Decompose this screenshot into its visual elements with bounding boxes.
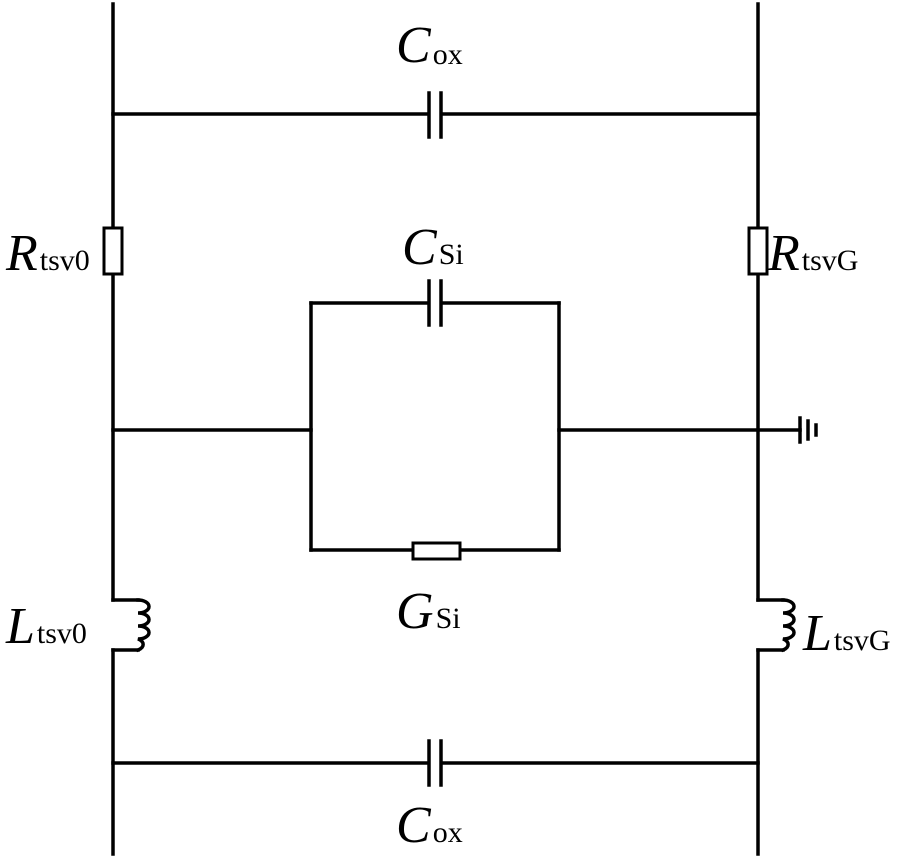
rtsv0-resistor xyxy=(102,226,124,276)
rtsvg-resistor xyxy=(747,226,769,276)
rtsv0-label: Rtsv0 xyxy=(5,225,90,282)
csi-capacitor xyxy=(427,279,443,327)
cox-bottom-label: Cox xyxy=(396,797,463,854)
ltsvg-inductor xyxy=(756,598,796,653)
gsi-conductance xyxy=(411,541,462,561)
ground-icon xyxy=(798,416,818,444)
cox-top-label: Cox xyxy=(396,17,463,74)
csi-label: CSi xyxy=(402,219,464,276)
cox-top-capacitor xyxy=(111,91,760,139)
ltsv0-label: Ltsv0 xyxy=(5,598,87,655)
substrate-network xyxy=(309,301,561,552)
ltsvg-label: LtsvG xyxy=(802,605,891,662)
cox-bottom-capacitor xyxy=(111,739,760,787)
ltsv0-inductor xyxy=(111,598,151,653)
gsi-label: GSi xyxy=(396,583,461,640)
rtsvg-label: RtsvG xyxy=(767,225,858,282)
